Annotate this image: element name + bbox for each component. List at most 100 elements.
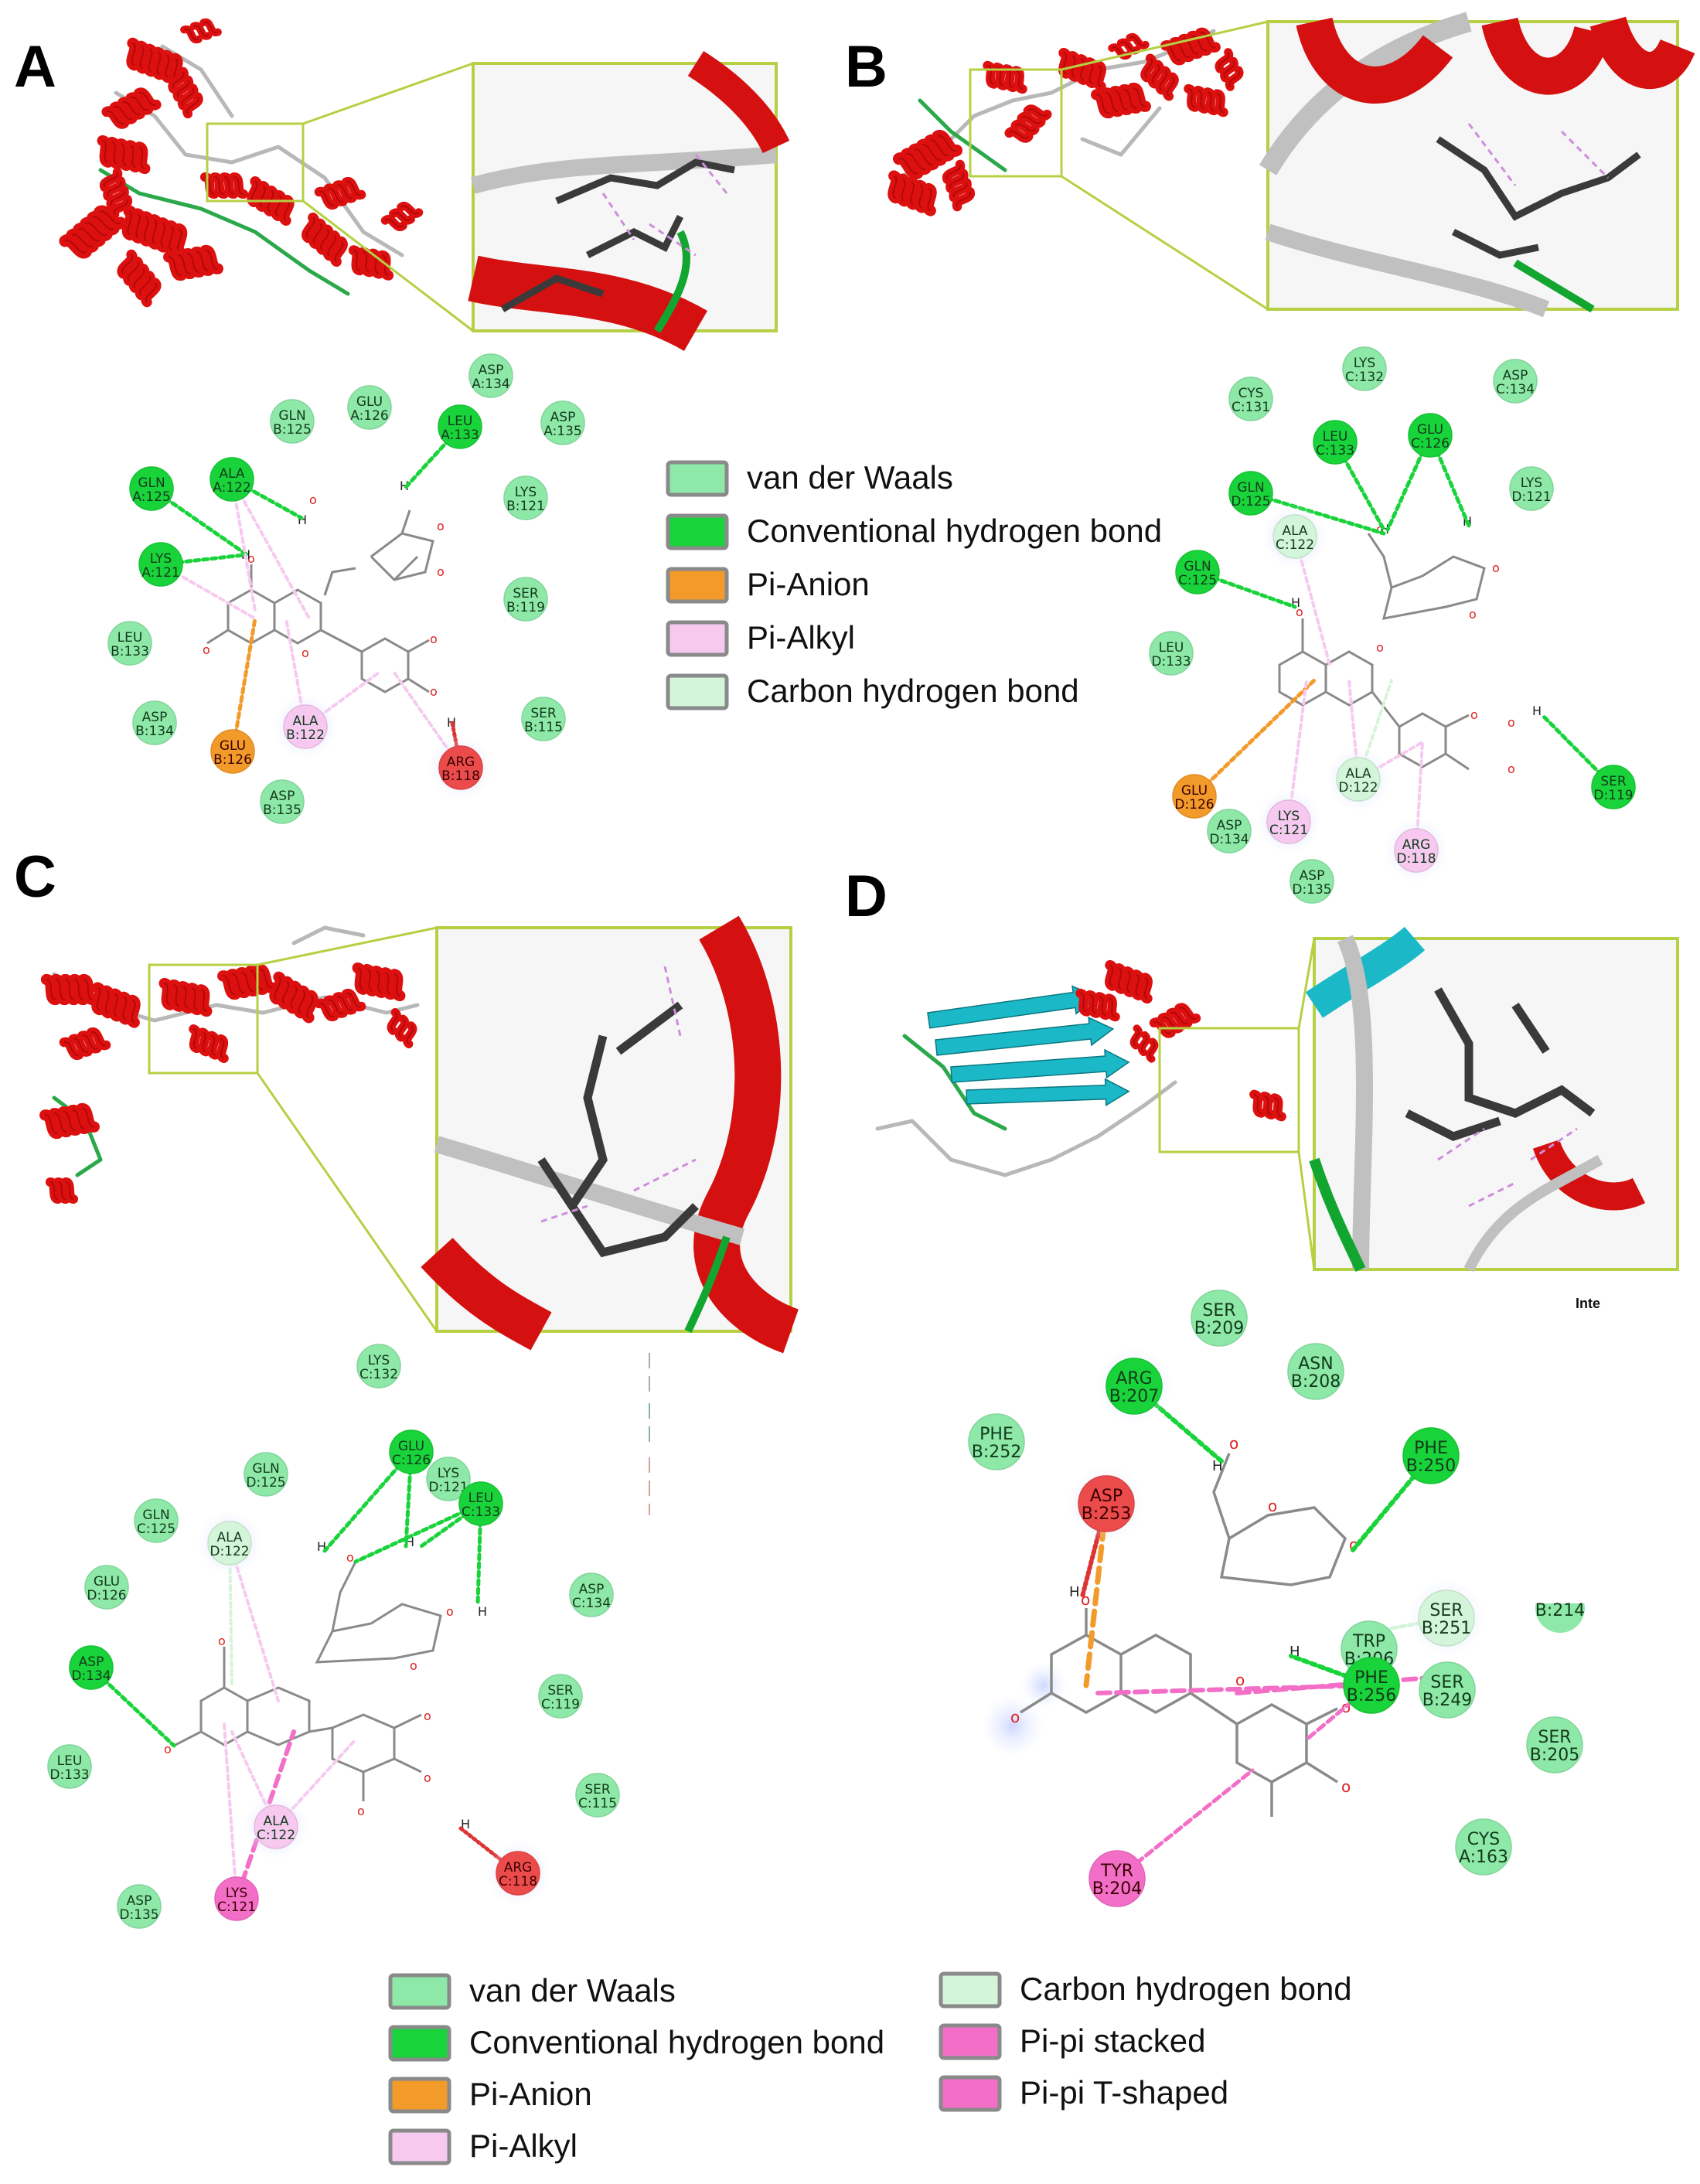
svg-text:ALA: ALA [263, 1814, 288, 1829]
svg-text:PHE: PHE [979, 1425, 1014, 1444]
svg-text:B:204: B:204 [1092, 1879, 1143, 1899]
svg-text:ASP: ASP [579, 1582, 605, 1597]
svg-text:o: o [424, 1770, 431, 1785]
svg-text:B:252: B:252 [972, 1443, 1022, 1462]
svg-text:LEU: LEU [1159, 640, 1184, 656]
svg-text:ASP: ASP [127, 1893, 152, 1909]
svg-text:C:133: C:133 [462, 1504, 500, 1520]
svg-text:GLN: GLN [1237, 480, 1264, 496]
svg-text:D:125: D:125 [246, 1475, 285, 1491]
svg-text:C:115: C:115 [578, 1796, 617, 1811]
panel-a-zoom-inset [468, 50, 790, 352]
panel-c-protein-structure [39, 915, 799, 1354]
svg-text:Pi-Alkyl: Pi-Alkyl [747, 619, 855, 656]
legend-item-bottom-pitshape: Pi-pi T-shaped [939, 2074, 1228, 2112]
svg-text:GLN: GLN [142, 1508, 169, 1523]
svg-text:C:125: C:125 [137, 1521, 175, 1537]
panel-label-d: D [845, 864, 887, 929]
svg-text:SER: SER [547, 1683, 574, 1698]
svg-text:C:132: C:132 [359, 1367, 398, 1382]
svg-text:van der Waals: van der Waals [469, 1972, 676, 2009]
svg-text:C:133: C:133 [1316, 443, 1354, 458]
legend-item-top-pialkyl: Pi-Alkyl [666, 619, 855, 657]
svg-text:ARG: ARG [447, 755, 475, 770]
svg-text:LYS: LYS [515, 485, 537, 500]
legend-item-bottom-pialkyl: Pi-Alkyl [388, 2128, 577, 2165]
svg-text:B:251: B:251 [1422, 1619, 1472, 1638]
svg-text:B:134: B:134 [135, 724, 174, 739]
svg-text:SER: SER [1430, 1673, 1463, 1692]
svg-text:SER: SER [1429, 1601, 1463, 1620]
svg-text:TYR: TYR [1100, 1862, 1133, 1881]
svg-text:o: o [410, 1658, 417, 1673]
svg-text:A:122: A:122 [213, 480, 251, 496]
legends: van der Waals Conventional hydrogen bondP… [388, 459, 1352, 2165]
svg-text:ALA: ALA [292, 714, 318, 729]
svg-text:B:209: B:209 [1194, 1319, 1245, 1338]
svg-text:B:119: B:119 [506, 600, 545, 615]
svg-text:LEU: LEU [118, 630, 143, 646]
svg-text:C:132: C:132 [1345, 370, 1384, 385]
svg-text:ASN: ASN [1298, 1354, 1333, 1374]
svg-text:SER: SER [1202, 1301, 1235, 1320]
svg-text:LEU: LEU [1323, 429, 1348, 445]
panel-d-protein-structure: Inte [875, 926, 1679, 1311]
svg-text:D:133: D:133 [49, 1767, 89, 1783]
svg-text:CYS: CYS [1467, 1830, 1500, 1849]
residue-d-partial-b214: B:214 [1531, 1577, 1593, 1633]
svg-text:D:134: D:134 [71, 1668, 111, 1684]
svg-text:D:119: D:119 [1593, 788, 1633, 803]
svg-text:o: o [218, 1634, 226, 1648]
legend-item-bottom-pianion: Pi-Anion [388, 2076, 592, 2114]
svg-text:A:125: A:125 [132, 489, 171, 505]
svg-text:GLU: GLU [356, 394, 383, 410]
svg-text:C:122: C:122 [257, 1828, 295, 1843]
svg-text:Pi-Anion: Pi-Anion [747, 566, 870, 602]
svg-text:B:121: B:121 [506, 499, 545, 514]
svg-text:D:135: D:135 [1292, 882, 1331, 898]
svg-text:LYS: LYS [150, 551, 172, 567]
svg-text:o: o [1235, 1671, 1245, 1689]
svg-text:Pi-Alkyl: Pi-Alkyl [469, 2128, 577, 2164]
svg-text:LYS: LYS [1278, 809, 1300, 824]
legend-item-top-pianion: Pi-Anion [666, 566, 870, 604]
legend-item-top-chbond: Carbon hydrogen bond [666, 673, 1079, 710]
svg-text:B:214: B:214 [1535, 1601, 1586, 1620]
svg-text:ASP: ASP [1300, 868, 1325, 884]
svg-text:o: o [309, 492, 317, 507]
svg-text:B:249: B:249 [1422, 1691, 1473, 1710]
svg-text:o: o [247, 551, 255, 566]
svg-text:LYS: LYS [1521, 475, 1542, 491]
svg-text:ASP: ASP [1217, 818, 1242, 833]
svg-text:GLU: GLU [220, 738, 246, 754]
legend-item-top-hbond: Conventional hydrogen bond [666, 513, 1162, 550]
svg-text:C:126: C:126 [1411, 436, 1450, 451]
svg-text:o: o [1296, 605, 1303, 619]
svg-text:B:122: B:122 [286, 727, 325, 743]
